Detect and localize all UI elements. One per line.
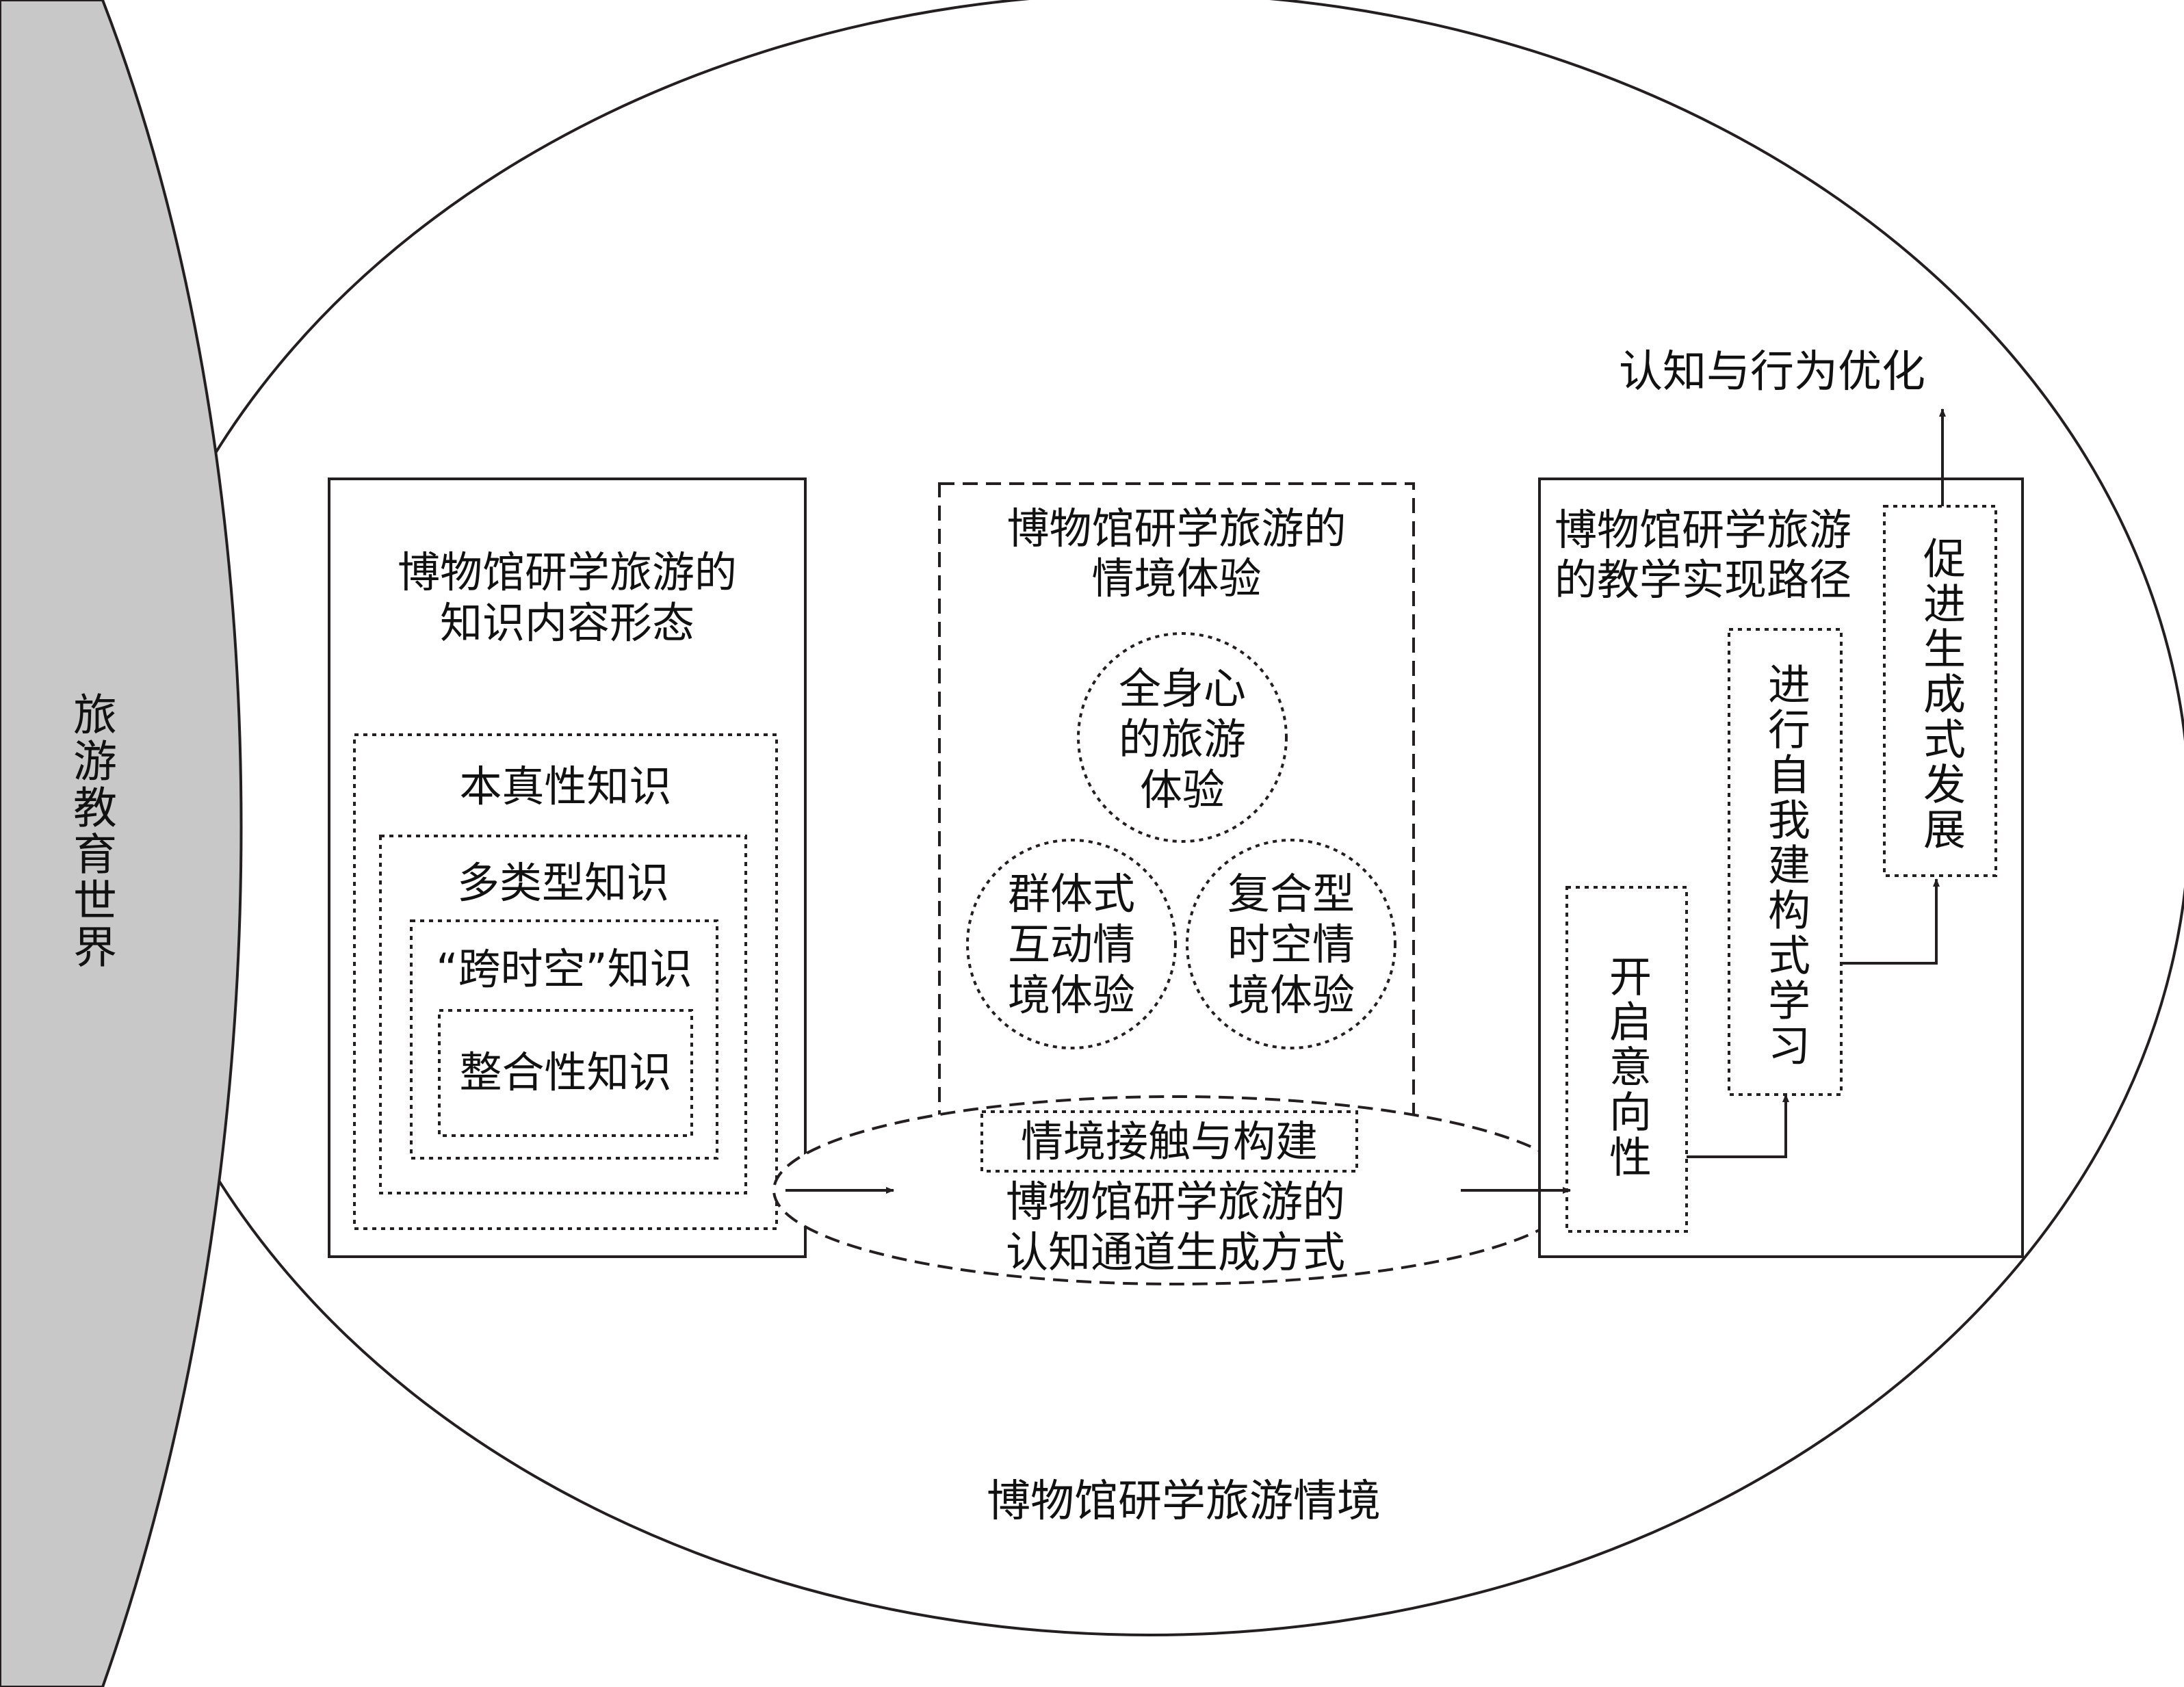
circle-1-line3: 体验 <box>1139 765 1225 815</box>
circle-group-interaction <box>966 839 1177 1049</box>
level-2-label: 多类型知识 <box>456 858 669 908</box>
step-2-label: 进行自我建构式学习 <box>1760 662 1810 1069</box>
circle-1-line2: 的旅游 <box>1118 714 1246 764</box>
level-4-frame <box>438 1009 693 1137</box>
left-box-title-line1: 博物馆研学旅游的 <box>397 547 737 597</box>
level-4-label: 整合性知识 <box>459 1047 672 1097</box>
middle-box <box>938 482 1415 1169</box>
circle-composite-spacetime <box>1186 839 1396 1049</box>
right-box-title-line1: 博物馆研学旅游 <box>1555 505 1852 555</box>
step-3-frame <box>1883 505 1997 877</box>
arrow-step2-to-step3 <box>1841 878 1940 965</box>
left-box <box>328 478 807 1258</box>
channel-line2: 认知通道生成方式 <box>1005 1227 1345 1277</box>
circle-3-line2: 时空情 <box>1227 919 1355 969</box>
circle-1-line1: 全身心 <box>1118 664 1246 714</box>
level-1-frame <box>353 733 778 1230</box>
arrow-step1-to-step2 <box>1687 1094 1789 1158</box>
right-box <box>1538 478 2024 1258</box>
middle-box-title-line1: 博物馆研学旅游的 <box>1006 504 1347 553</box>
tag-frame <box>980 1110 1358 1173</box>
world-label: 旅游教育世界 <box>66 692 116 971</box>
world-shape <box>0 0 243 1687</box>
channel-line1: 博物馆研学旅游的 <box>1005 1177 1345 1227</box>
right-box-title-line2: 的教学实现路径 <box>1555 555 1852 605</box>
level-3-frame <box>410 919 718 1160</box>
level-2-frame <box>379 835 747 1194</box>
middle-box-title-line2: 情境体验 <box>1091 553 1262 603</box>
left-box-title-line2: 知识内容形态 <box>439 598 694 648</box>
circle-2-line3: 境体验 <box>1007 970 1135 1020</box>
circle-2-line2: 互动情 <box>1007 919 1135 969</box>
level-1-label: 本真性知识 <box>459 761 672 811</box>
outcome-label: 认知与行为优化 <box>1619 347 1925 397</box>
step-1-label: 开启意向性 <box>1602 954 1652 1180</box>
level-3-label: “跨时空”知识 <box>436 944 692 994</box>
step-3-label: 促进生成式发展 <box>1916 536 1966 852</box>
circle-3-line3: 境体验 <box>1227 970 1355 1020</box>
circle-2-line1: 群体式 <box>1007 869 1135 919</box>
circle-3-line1: 复合型 <box>1227 869 1355 919</box>
circle-whole-person <box>1077 632 1288 843</box>
channel-tag: 情境接触与构建 <box>1020 1116 1318 1166</box>
context-label: 博物馆研学旅游情境 <box>987 1476 1381 1527</box>
